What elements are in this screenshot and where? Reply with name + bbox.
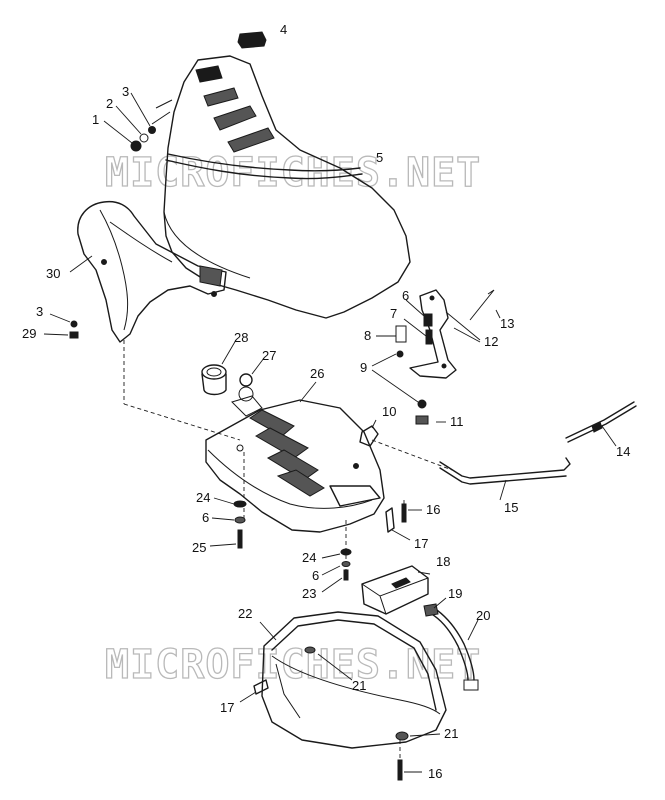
callout-6-left: 6 bbox=[202, 510, 209, 525]
tank-mount-left bbox=[209, 497, 247, 549]
callout-9: 9 bbox=[360, 360, 367, 375]
callout-17-lower: 17 bbox=[220, 700, 234, 715]
callout-16-lower: 16 bbox=[428, 766, 442, 781]
callout-22: 22 bbox=[238, 606, 252, 621]
part-22-tray bbox=[259, 611, 447, 749]
callout-13: 13 bbox=[500, 316, 514, 331]
callout-2: 2 bbox=[106, 96, 113, 111]
callout-14: 14 bbox=[616, 444, 630, 459]
callout-7: 7 bbox=[390, 306, 397, 321]
callout-30: 30 bbox=[46, 266, 60, 281]
callout-23: 23 bbox=[302, 586, 316, 601]
bracket-hardware bbox=[43, 313, 79, 339]
callout-20: 20 bbox=[476, 608, 490, 623]
part-4-latch bbox=[237, 31, 267, 49]
part-18-cover bbox=[361, 565, 431, 615]
callout-labels: 1 2 3 4 5 30 3 29 6 7 8 9 13 12 10 11 14… bbox=[22, 22, 630, 781]
part-12-bracket bbox=[409, 289, 457, 379]
callout-18: 18 bbox=[436, 554, 450, 569]
part-16-17-upper bbox=[385, 503, 422, 541]
callout-26: 26 bbox=[310, 366, 324, 381]
callout-6-center: 6 bbox=[312, 568, 319, 583]
callout-5: 5 bbox=[376, 150, 383, 165]
part-14-cable bbox=[565, 401, 637, 447]
callout-24-center: 24 bbox=[302, 550, 316, 565]
callout-27: 27 bbox=[262, 348, 276, 363]
part-30-bracket-cover bbox=[69, 200, 227, 343]
callout-1: 1 bbox=[92, 112, 99, 127]
callout-28: 28 bbox=[234, 330, 248, 345]
callout-10: 10 bbox=[382, 404, 396, 419]
part-27-gasket bbox=[239, 357, 265, 387]
watermark-top: MICROFICHES.NET bbox=[105, 150, 481, 196]
callout-24-left: 24 bbox=[196, 490, 210, 505]
part-15-rod bbox=[439, 457, 571, 501]
callout-16-upper: 16 bbox=[426, 502, 440, 517]
callout-19: 19 bbox=[448, 586, 462, 601]
callout-11: 11 bbox=[450, 414, 464, 429]
callout-17-upper: 17 bbox=[414, 536, 428, 551]
part-28-filler-neck bbox=[201, 339, 237, 396]
bracket-hardware-right bbox=[371, 289, 501, 425]
callout-29: 29 bbox=[22, 326, 36, 341]
seat-hardware bbox=[103, 92, 156, 152]
callout-3-bottom: 3 bbox=[36, 304, 43, 319]
callout-21-upper: 21 bbox=[352, 678, 366, 693]
callout-15: 15 bbox=[504, 500, 518, 515]
part-10-clip bbox=[359, 419, 379, 447]
part-20-hose bbox=[423, 597, 479, 691]
part-17-lower bbox=[239, 679, 269, 703]
callout-6-right: 6 bbox=[402, 288, 409, 303]
part-5-seat bbox=[151, 55, 411, 319]
callout-21-lower: 21 bbox=[444, 726, 458, 741]
callout-3-top: 3 bbox=[122, 84, 129, 99]
watermark-bottom: MICROFICHES.NET bbox=[105, 642, 481, 688]
alignment-lines bbox=[123, 340, 453, 778]
part-16-lower bbox=[397, 759, 422, 781]
part-26-tank bbox=[205, 381, 385, 533]
callout-8: 8 bbox=[364, 328, 371, 343]
callout-25: 25 bbox=[192, 540, 206, 555]
callout-12: 12 bbox=[484, 334, 498, 349]
tank-mount-center bbox=[321, 548, 352, 593]
callout-4: 4 bbox=[280, 22, 287, 37]
